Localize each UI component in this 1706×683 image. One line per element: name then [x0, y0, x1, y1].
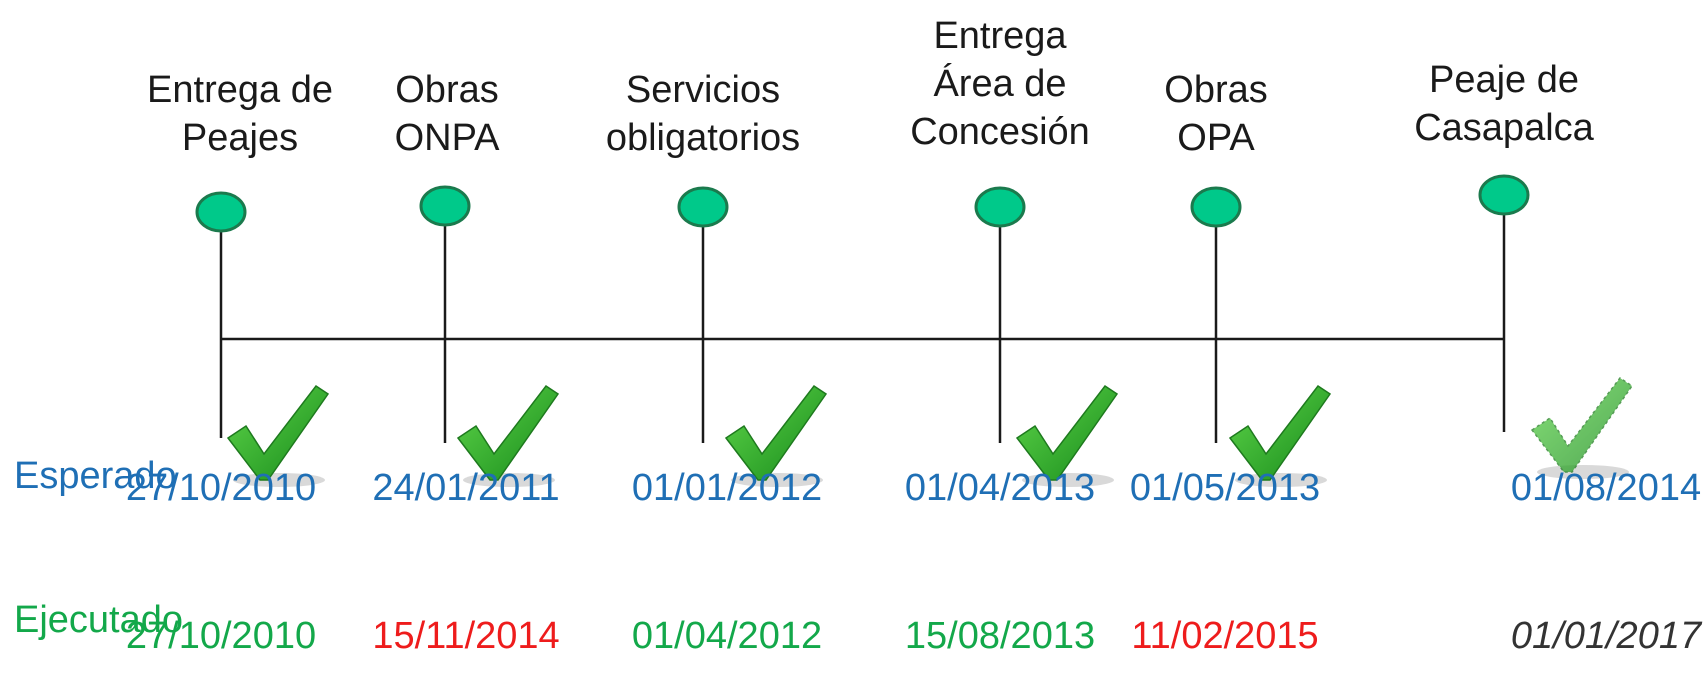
executed-date: 15/11/2014	[372, 615, 560, 657]
milestone-label-line: Casapalca	[1414, 107, 1594, 149]
milestone-label-line: Área de	[933, 63, 1067, 105]
milestone-node	[677, 186, 729, 228]
milestone-node	[419, 185, 471, 227]
milestone-label-line: Obras	[395, 69, 499, 111]
check-icon	[226, 384, 330, 487]
milestone-node	[195, 191, 247, 233]
expected-date: 27/10/2010	[125, 467, 317, 509]
milestone-label-line: Peajes	[181, 117, 299, 159]
executed-date: 27/10/2010	[125, 615, 317, 657]
expected-date: 01/05/2013	[1129, 467, 1321, 509]
milestone-label-line: obligatorios	[605, 117, 801, 159]
expected-date: 01/08/2014	[1510, 467, 1702, 509]
expected-date: 01/01/2012	[631, 467, 823, 509]
faded-check-icon	[1530, 376, 1634, 479]
milestone-node	[1190, 186, 1242, 228]
check-icon	[1228, 384, 1332, 487]
check-icon	[1015, 384, 1119, 487]
expected-date: 24/01/2011	[372, 467, 560, 509]
milestone-label-line: ONPA	[394, 117, 500, 159]
expected-date: 01/04/2013	[904, 467, 1096, 509]
milestone-label-line: Servicios	[625, 69, 781, 111]
milestone-label-line: Concesión	[910, 111, 1090, 153]
check-icon	[724, 384, 828, 487]
milestone-node	[974, 186, 1026, 228]
expected-row-label: Esperado	[14, 455, 177, 497]
executed-date: 11/02/2015	[1131, 615, 1319, 657]
executed-date: 01/01/2017	[1510, 615, 1702, 657]
executed-row-label: Ejecutado	[14, 599, 184, 641]
check-icon	[456, 384, 560, 487]
milestone-label-line: Obras	[1164, 69, 1268, 111]
milestone-label-line: Peaje de	[1428, 59, 1579, 101]
milestone-label: Peaje de Casapalca	[1414, 56, 1594, 152]
executed-date: 01/04/2012	[631, 615, 823, 657]
executed-date: 15/08/2013	[904, 615, 1096, 657]
milestone-label-line: Entrega de	[147, 69, 333, 111]
milestone-label-line: OPA	[1177, 117, 1255, 159]
milestone-label: Entrega de Peajes	[147, 66, 333, 162]
milestone-node	[1478, 174, 1530, 216]
milestone-label-line: Entrega	[933, 15, 1067, 57]
milestone-label: Servicios obligatorios	[606, 66, 800, 162]
